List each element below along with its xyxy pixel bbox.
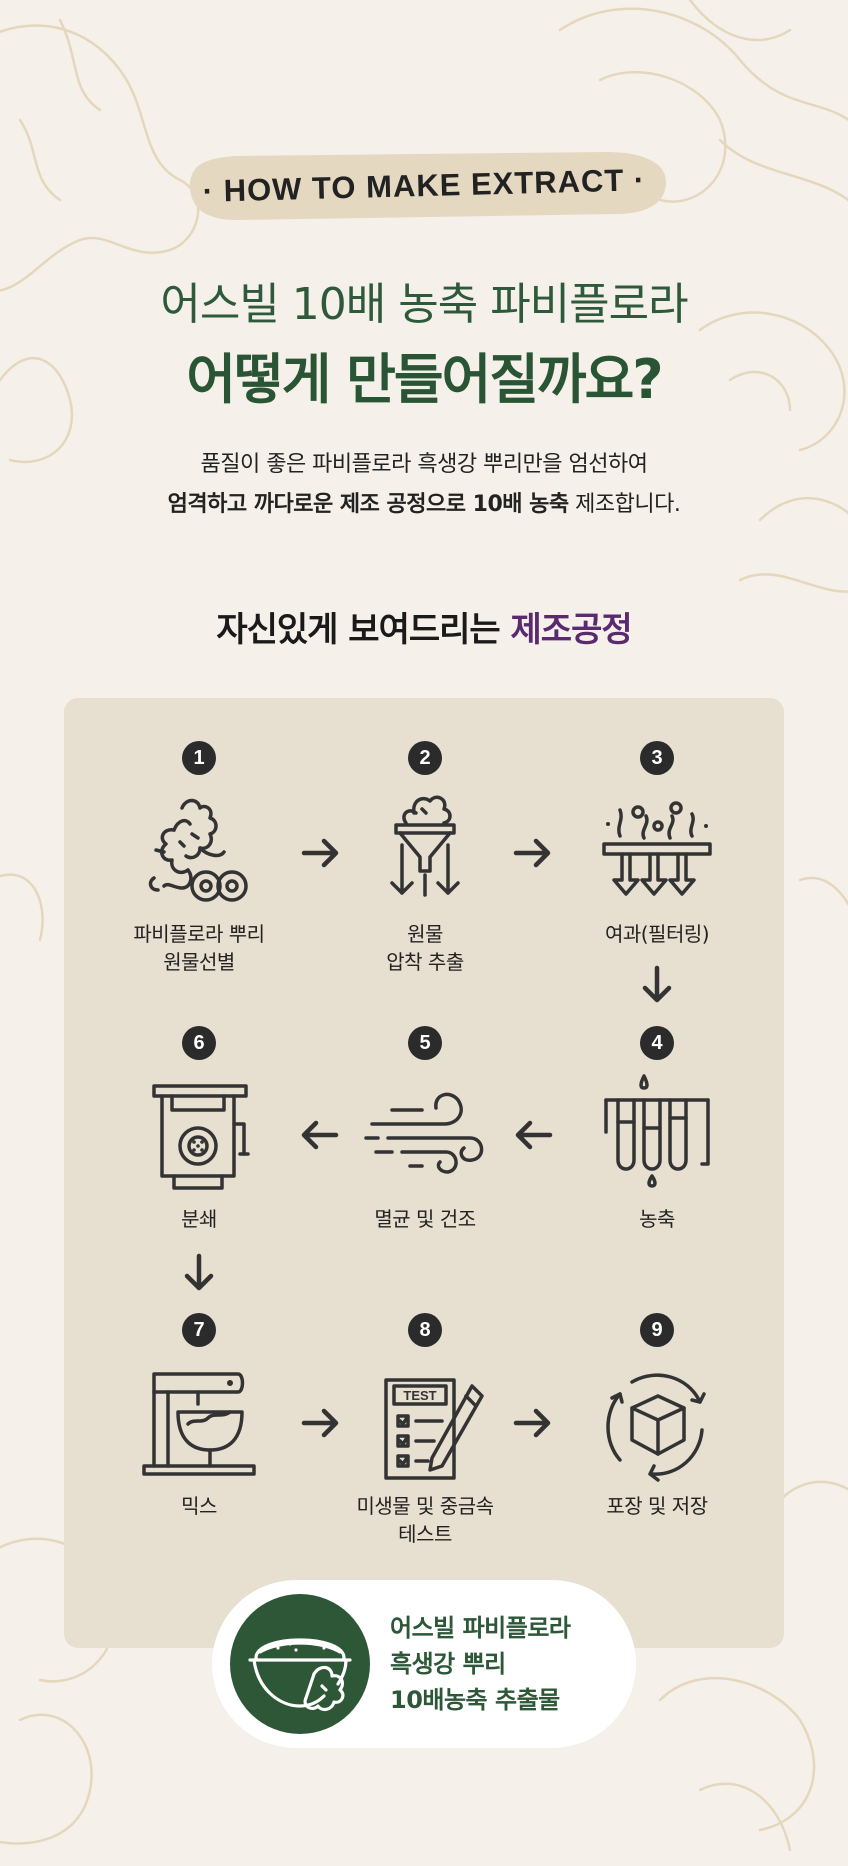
test-icon-text: TEST — [403, 1388, 436, 1403]
arrow-right-icon — [513, 838, 551, 868]
funnel-press-icon — [390, 795, 460, 897]
step-8-label: 미생물 및 중금속 테스트 — [315, 1492, 535, 1548]
step-5-label: 멸균 및 건조 — [315, 1205, 535, 1233]
step-4-label: 농축 — [547, 1205, 767, 1233]
page-subtitle: 어스빌 10배 농축 파비플로라 — [160, 279, 688, 330]
step-9-number: 9 — [640, 1313, 674, 1347]
step-4-number: 4 — [640, 1026, 674, 1060]
step-1-label-line-2: 원물선별 — [163, 950, 235, 974]
step-6-label-line-1: 분쇄 — [181, 1207, 217, 1231]
step-8-number: 8 — [408, 1313, 442, 1347]
section-title-main: 자신있게 보여드리는 — [216, 610, 511, 650]
result-line-2: 흑생강 뿌리 — [390, 1650, 506, 1678]
step-6-label: 분쇄 — [89, 1205, 309, 1233]
section-title: 자신있게 보여드리는 제조공정 — [0, 602, 848, 651]
step-7-label-line-1: 믹스 — [181, 1494, 217, 1518]
page-title: 어떻게 만들어질까요? — [186, 348, 663, 411]
step-3-number: 3 — [640, 741, 674, 775]
arrow-left-icon — [301, 1120, 339, 1150]
result-text: 어스빌 파비플로라 흑생강 뿌리 10배농축 추출물 — [390, 1610, 630, 1718]
step-1-label: 파비플로라 뿌리 원물선별 — [89, 920, 309, 976]
step-2-label: 원물 압착 추출 — [315, 920, 535, 976]
wind-icon — [364, 1092, 484, 1174]
test-checklist-icon: TEST — [384, 1378, 484, 1480]
powder-bowl-icon — [248, 1638, 352, 1712]
badge-ribbon-shape — [190, 152, 666, 220]
step-3-label: 여과(필터링) — [547, 920, 767, 948]
step-5-label-line-1: 멸균 및 건조 — [374, 1207, 476, 1231]
step-3-label-line-1: 여과(필터링) — [604, 922, 710, 946]
arrow-down-icon — [184, 1253, 214, 1291]
package-cycle-icon — [606, 1373, 706, 1482]
step-7-number: 7 — [182, 1313, 216, 1347]
step-9-label: 포장 및 저장 — [547, 1492, 767, 1520]
step-8-label-line-2: 테스트 — [398, 1522, 452, 1546]
description-rest: 제조합니다. — [568, 492, 681, 517]
result-icon-circle — [230, 1594, 370, 1734]
arrow-right-icon — [513, 1408, 551, 1438]
step-7-label: 믹스 — [89, 1492, 309, 1520]
grinder-icon — [152, 1084, 250, 1190]
ginger-root-icon — [148, 798, 248, 902]
step-4-label-line-1: 농축 — [639, 1207, 675, 1231]
mixer-icon — [142, 1372, 256, 1476]
step-2-label-line-1: 원물 — [407, 922, 443, 946]
process-panel — [64, 698, 784, 1648]
header-badge: · HOW TO MAKE EXTRACT · — [176, 150, 672, 222]
arrow-left-icon — [515, 1120, 553, 1150]
test-tubes-icon — [604, 1074, 710, 1188]
result-card: 어스빌 파비플로라 흑생강 뿌리 10배농축 추출물 — [212, 1580, 636, 1748]
badge-text: · HOW TO MAKE EXTRACT · — [202, 162, 646, 209]
step-2-number: 2 — [408, 741, 442, 775]
result-line-3: 10배농축 추출물 — [390, 1686, 560, 1714]
step-6-number: 6 — [182, 1026, 216, 1060]
arrow-right-icon — [301, 838, 339, 868]
description-line-1: 품질이 좋은 파비플로라 흑생강 뿌리만을 엄선하여 — [200, 452, 648, 477]
step-8-label-line-1: 미생물 및 중금속 — [356, 1494, 494, 1518]
description-line-2: 엄격하고 까다로운 제조 공정으로 10배 농축 제조합니다. — [0, 485, 848, 525]
step-1-label-line-1: 파비플로라 뿌리 — [133, 922, 265, 946]
arrow-right-icon — [301, 1408, 339, 1438]
step-2-label-line-2: 압착 추출 — [386, 950, 464, 974]
arrow-down-icon — [642, 965, 672, 1003]
description: 품질이 좋은 파비플로라 흑생강 뿌리만을 엄선하여 엄격하고 까다로운 제조 … — [0, 445, 848, 525]
step-9-label-line-1: 포장 및 저장 — [606, 1494, 708, 1518]
section-title-accent: 제조공정 — [510, 610, 633, 650]
filter-icon — [602, 801, 712, 896]
result-line-1: 어스빌 파비플로라 — [390, 1614, 571, 1642]
step-1-number: 1 — [182, 741, 216, 775]
description-bold: 엄격하고 까다로운 제조 공정으로 10배 농축 — [167, 492, 570, 517]
step-5-number: 5 — [408, 1026, 442, 1060]
